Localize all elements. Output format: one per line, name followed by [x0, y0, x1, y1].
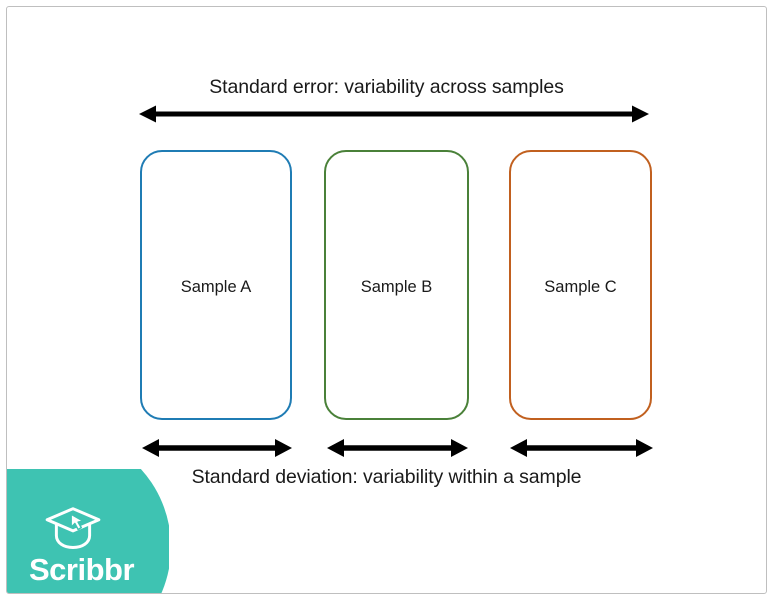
sample-box-a[interactable]: Sample A: [140, 150, 292, 420]
standard-deviation-arrow-b: [327, 437, 468, 459]
sample-label-b: Sample B: [360, 278, 433, 296]
standard-deviation-arrow-a: [142, 437, 292, 459]
sample-box-b[interactable]: Sample B: [324, 150, 469, 420]
standard-deviation-caption: Standard deviation: variability within a…: [191, 466, 582, 488]
sample-box-c[interactable]: Sample C: [509, 150, 652, 420]
standard-deviation-arrow-c: [510, 437, 653, 459]
sample-label-a: Sample A: [180, 278, 252, 296]
standard-error-arrow: [139, 103, 649, 125]
sample-box-group: Sample A Sample B Sample C: [7, 7, 766, 593]
standard-error-caption: Standard error: variability across sampl…: [209, 76, 564, 98]
figure-card: Standard error: variability across sampl…: [6, 6, 767, 594]
sample-label-c: Sample C: [544, 278, 617, 296]
